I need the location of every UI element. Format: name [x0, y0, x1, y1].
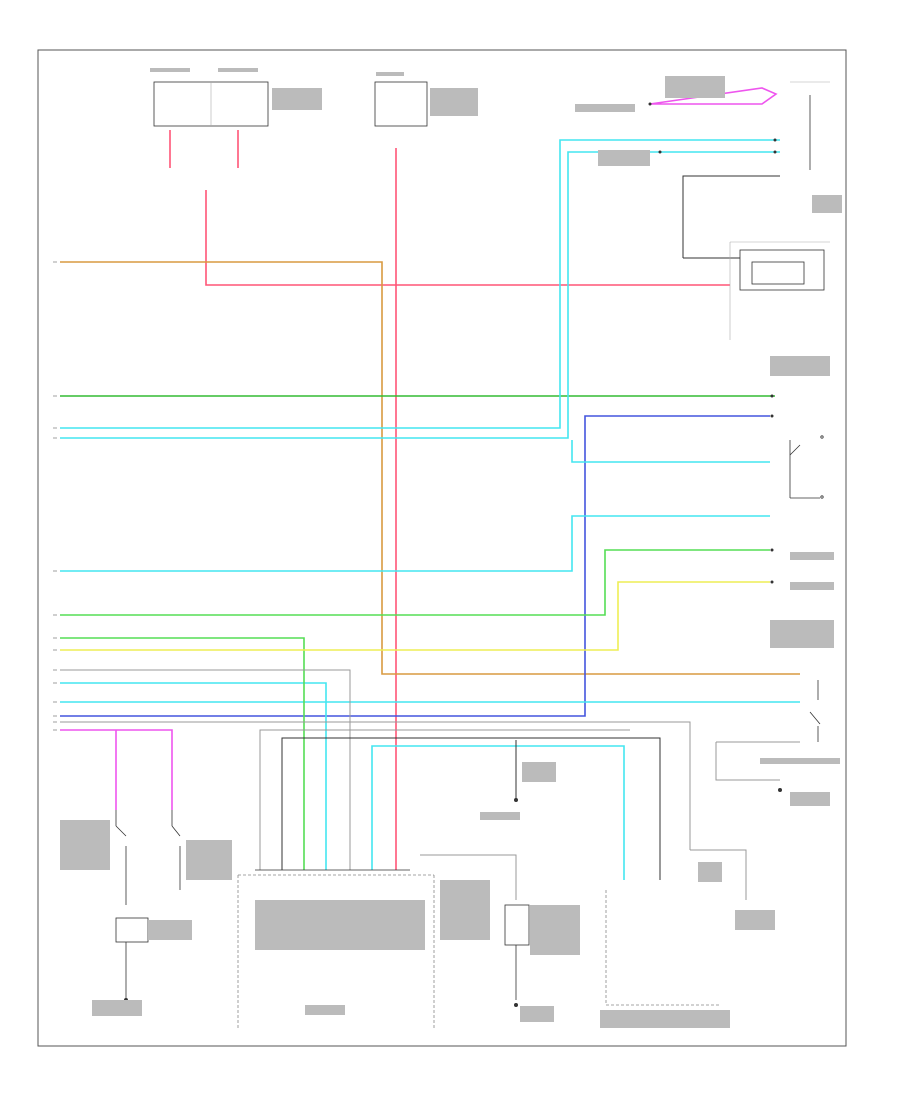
wire-gray-3 — [259, 729, 630, 870]
wire-yellow — [60, 581, 770, 651]
wire-magenta-1 — [60, 729, 173, 810]
left-pin-ticks — [53, 261, 57, 731]
wire-gray-6 — [690, 849, 747, 900]
wire-gray-1 — [60, 669, 351, 870]
wire-cyan-2 — [60, 151, 780, 439]
wire-cyan-3 — [571, 440, 770, 463]
wire-gray-2 — [60, 721, 691, 850]
wire-gray-7 — [420, 854, 517, 900]
wire-blue — [60, 415, 770, 717]
illegible-labels — [60, 68, 842, 1028]
wire-dark-3 — [682, 175, 780, 258]
control-module — [237, 869, 435, 1030]
bottom-right-module — [605, 890, 720, 1006]
relay-inner — [751, 261, 805, 285]
wire-lightgreen-2 — [60, 637, 305, 870]
switch-left-2 — [171, 810, 181, 890]
relay-box — [739, 249, 825, 291]
wire-cyan-7 — [371, 745, 625, 880]
connector-arrows — [648, 102, 777, 584]
wire-cyan-4 — [60, 515, 770, 572]
wire-orange — [60, 261, 800, 675]
wire-lightgreen-1 — [60, 549, 770, 616]
wire-red-feed — [205, 190, 730, 286]
wire-cyan-5 — [60, 682, 327, 870]
connector-middle — [504, 904, 530, 946]
switch-left-1 — [115, 810, 127, 905]
switch-right-2 — [809, 680, 821, 742]
wire-cyan-1 — [60, 139, 780, 429]
wire-dark-1 — [281, 737, 661, 880]
wire-gray-4 — [715, 742, 780, 781]
relay-left — [115, 917, 149, 943]
wire-group — [60, 87, 800, 900]
switch-right-1 — [789, 435, 824, 499]
fuse-block-center — [374, 81, 428, 127]
diagram-frame — [37, 49, 847, 1047]
